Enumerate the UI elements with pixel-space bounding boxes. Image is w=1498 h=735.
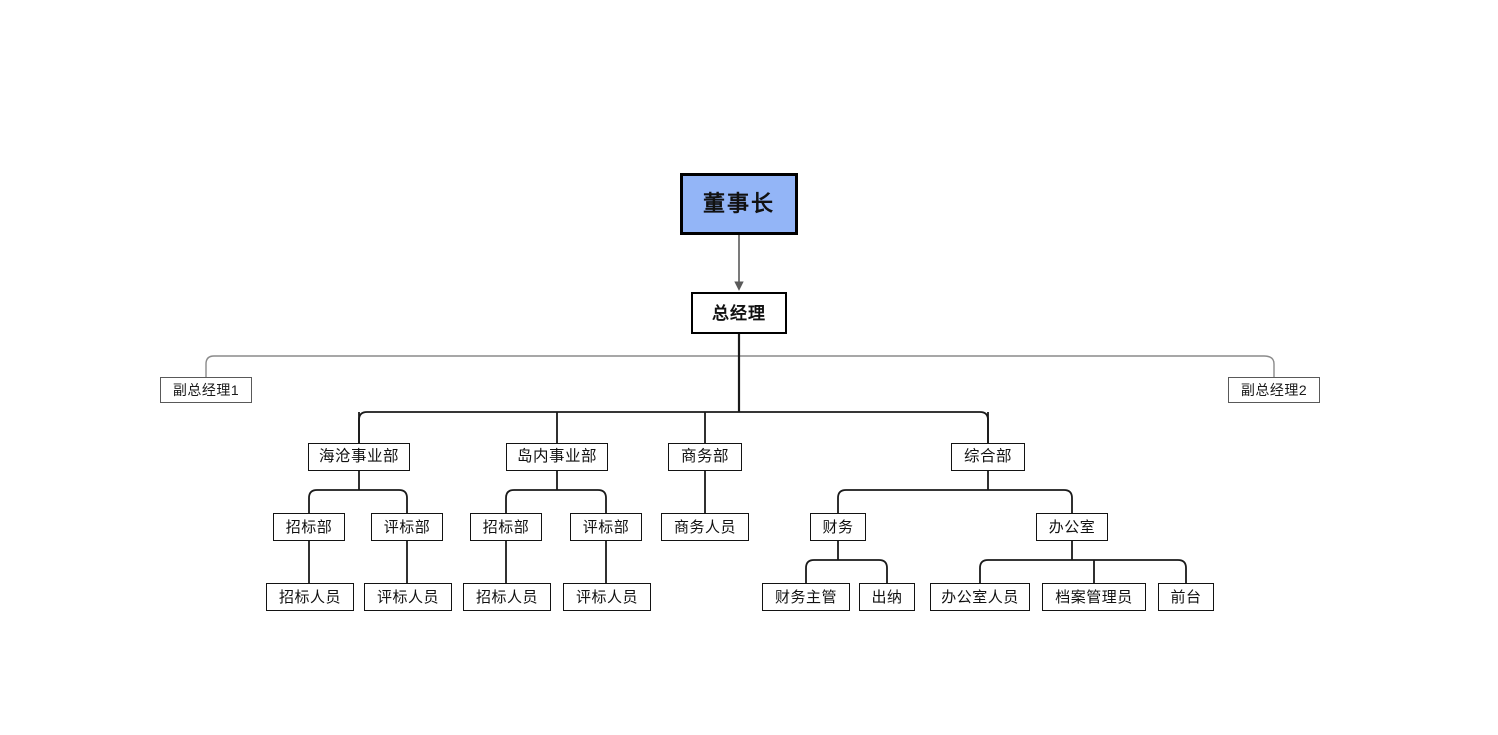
link-haicang-to-subs	[308, 489, 408, 513]
node-daonei-evaluation-dept-label: 评标部	[582, 518, 630, 536]
link-gm-to-departments	[358, 411, 989, 443]
node-daonei-evaluation-staff[interactable]: 评标人员	[563, 583, 651, 611]
node-haicang-bidding-dept-label: 招标部	[285, 518, 333, 536]
node-dept-business[interactable]: 商务部	[668, 443, 742, 471]
link-finance-to-leaves	[805, 559, 888, 583]
node-daonei-bidding-dept[interactable]: 招标部	[470, 513, 542, 541]
node-daonei-bidding-staff-label: 招标人员	[475, 588, 538, 606]
node-haicang-evaluation-dept[interactable]: 评标部	[371, 513, 443, 541]
node-dept-general[interactable]: 综合部	[951, 443, 1025, 471]
node-reception[interactable]: 前台	[1158, 583, 1214, 611]
node-office-staff-label: 办公室人员	[941, 588, 1019, 606]
node-chairman[interactable]: 董事长	[680, 173, 798, 235]
node-business-staff-label: 商务人员	[673, 518, 736, 536]
node-daonei-bidding-dept-label: 招标部	[482, 518, 530, 536]
link-general-to-subs	[837, 489, 1073, 513]
node-vice-manager-2-label: 副总经理2	[1240, 382, 1308, 398]
node-vice-manager-1-label: 副总经理1	[172, 382, 240, 398]
node-finance-supervisor-label: 财务主管	[774, 588, 837, 606]
link-office-to-leaves	[979, 559, 1187, 583]
node-haicang-evaluation-dept-label: 评标部	[383, 518, 431, 536]
node-daonei-evaluation-staff-label: 评标人员	[575, 588, 638, 606]
node-office[interactable]: 办公室	[1036, 513, 1108, 541]
node-dept-haicang[interactable]: 海沧事业部	[308, 443, 410, 471]
link-daonei-to-subs	[505, 489, 607, 513]
node-chairman-label: 董事长	[702, 191, 775, 216]
node-haicang-bidding-staff[interactable]: 招标人员	[266, 583, 354, 611]
node-daonei-bidding-staff[interactable]: 招标人员	[463, 583, 551, 611]
node-finance-label: 财务	[822, 518, 854, 536]
node-vice-manager-1[interactable]: 副总经理1	[160, 377, 252, 403]
node-cashier-label: 出纳	[871, 588, 903, 606]
node-cashier[interactable]: 出纳	[859, 583, 915, 611]
node-haicang-bidding-staff-label: 招标人员	[278, 588, 341, 606]
node-dept-general-label: 综合部	[963, 448, 1012, 466]
node-office-label: 办公室	[1048, 518, 1096, 536]
node-daonei-evaluation-dept[interactable]: 评标部	[570, 513, 642, 541]
node-general-manager-label: 总经理	[712, 303, 766, 323]
node-general-manager[interactable]: 总经理	[691, 292, 787, 334]
node-business-staff[interactable]: 商务人员	[661, 513, 749, 541]
node-haicang-evaluation-staff-label: 评标人员	[376, 588, 439, 606]
node-archivist[interactable]: 档案管理员	[1042, 583, 1146, 611]
node-dept-daonei-label: 岛内事业部	[516, 448, 597, 466]
node-dept-haicang-label: 海沧事业部	[318, 448, 399, 466]
node-dept-daonei[interactable]: 岛内事业部	[506, 443, 608, 471]
node-dept-business-label: 商务部	[680, 448, 729, 466]
node-office-staff[interactable]: 办公室人员	[930, 583, 1030, 611]
node-finance-supervisor[interactable]: 财务主管	[762, 583, 850, 611]
node-haicang-bidding-dept[interactable]: 招标部	[273, 513, 345, 541]
node-finance[interactable]: 财务	[810, 513, 866, 541]
node-archivist-label: 档案管理员	[1055, 588, 1133, 606]
node-vice-manager-2[interactable]: 副总经理2	[1228, 377, 1320, 403]
node-reception-label: 前台	[1170, 588, 1202, 606]
node-haicang-evaluation-staff[interactable]: 评标人员	[364, 583, 452, 611]
